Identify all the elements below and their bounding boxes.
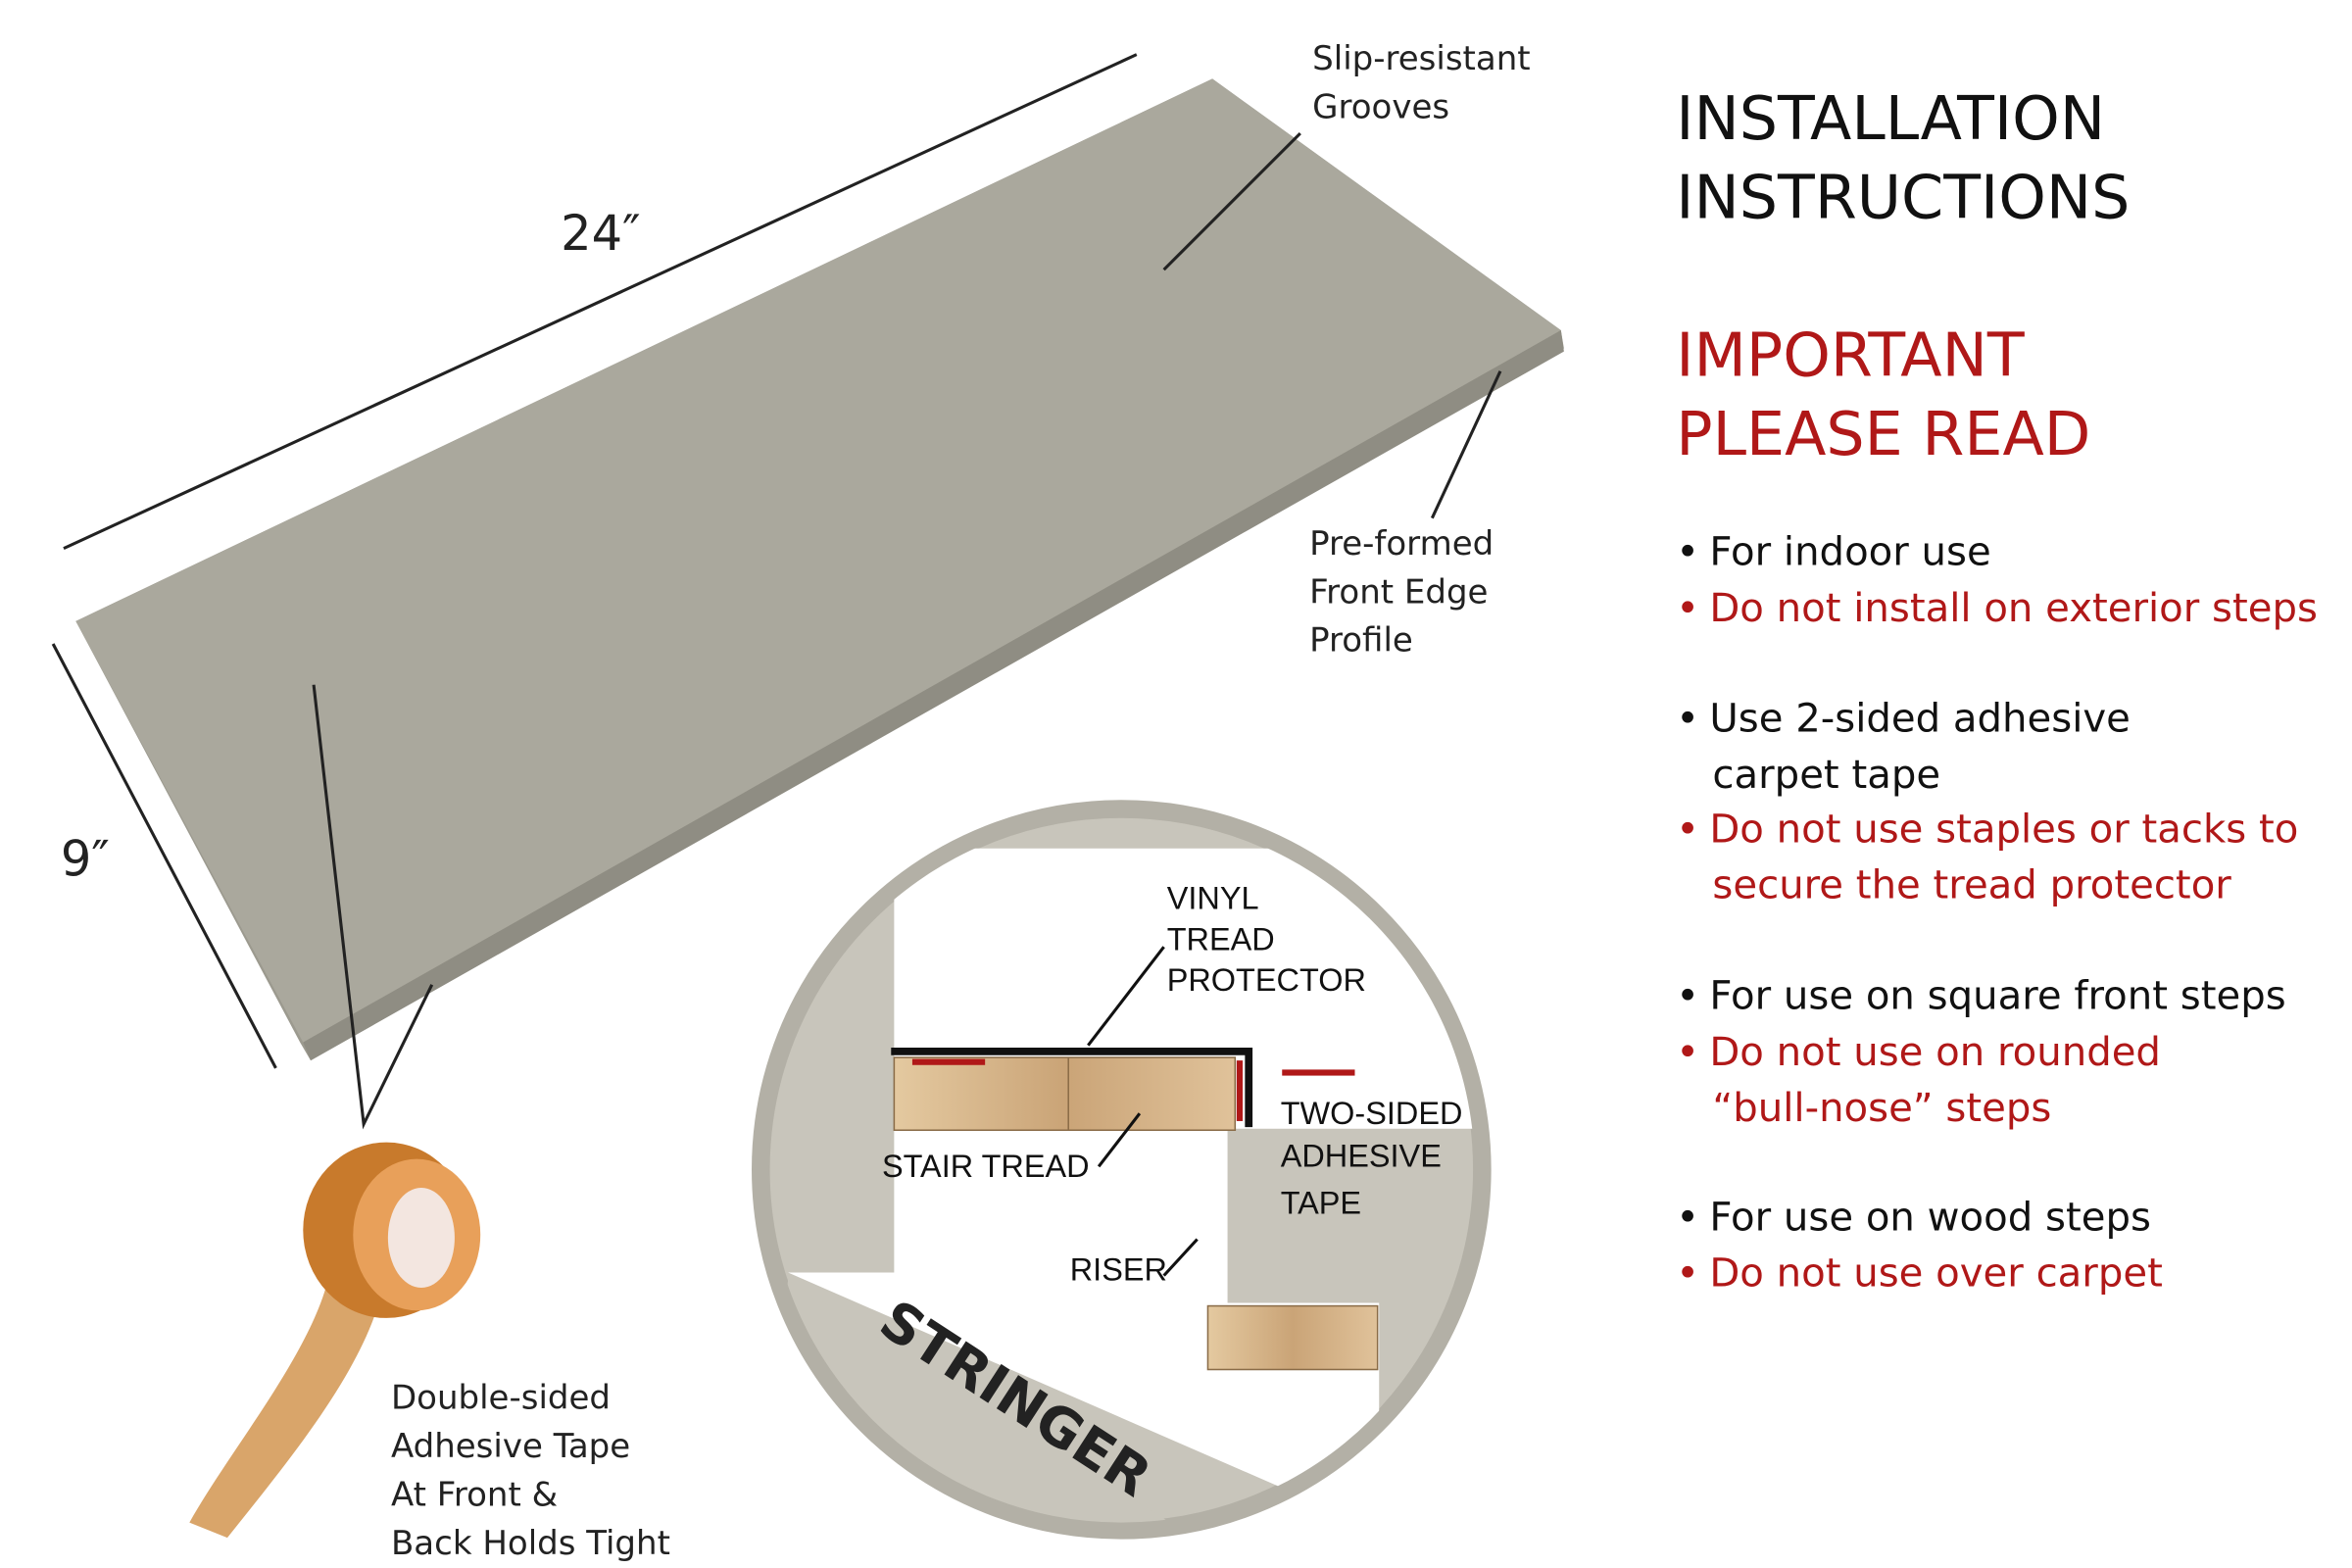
edge-callout-line1: Pre-formed (1309, 524, 1494, 564)
instructions-panel: INSTALLATION INSTRUCTIONS IMPORTANT PLEA… (1676, 83, 2318, 1296)
svg-text:•: • (1676, 974, 1699, 1019)
svg-text:•: • (1676, 586, 1699, 631)
instruction-dont-cont: “bull-nose” steps (1712, 1086, 2051, 1131)
svg-text:•: • (1676, 1250, 1699, 1296)
instruction-do: Use 2-sided adhesive (1709, 697, 2131, 742)
svg-text:•: • (1676, 1030, 1699, 1075)
edge-callout-line2: Front Edge (1309, 572, 1488, 612)
important-line2: PLEASE READ (1676, 399, 2090, 469)
grooves-leader-line (1162, 131, 1301, 271)
width-label: 9″ (61, 831, 110, 888)
stair-tread-label: STAIR TREAD (882, 1149, 1090, 1184)
instruction-dont: Do not use staples or tacks to (1709, 808, 2298, 853)
stair-tread-product (75, 78, 1564, 1061)
tape-label-line3: TAPE (1281, 1185, 1361, 1220)
protector-label-line1: VINYL (1167, 881, 1259, 916)
important-line1: IMPORTANT (1676, 319, 2025, 390)
svg-text:•: • (1676, 697, 1699, 742)
length-dimension-line (63, 53, 1138, 551)
instruction-do: For indoor use (1709, 530, 1990, 575)
tape-callout-line4: Back Holds Tight (391, 1524, 670, 1563)
title-line1: INSTALLATION (1676, 83, 2105, 154)
tape-callout-line2: Adhesive Tape (391, 1427, 630, 1466)
tape-callout-line1: Double-sided (391, 1379, 611, 1418)
cross-section-diagram (752, 800, 1492, 1540)
tape-label-line1: TWO-SIDED (1281, 1096, 1463, 1131)
grooves-callout-line2: Grooves (1312, 88, 1449, 127)
grooves-callout-line1: Slip-resistant (1312, 39, 1530, 78)
adhesive-tape-roll-icon (189, 1142, 481, 1539)
instruction-do-cont: carpet tape (1712, 753, 1940, 798)
length-label: 24″ (561, 205, 640, 262)
instruction-do: For use on wood steps (1709, 1195, 2151, 1240)
edge-leader-line (1430, 370, 1502, 519)
instruction-do: For use on square front steps (1709, 974, 2285, 1019)
protector-label-line3: PROTECTOR (1167, 962, 1366, 998)
svg-text:•: • (1676, 808, 1699, 853)
svg-text:•: • (1676, 530, 1699, 575)
riser-label: RISER (1070, 1251, 1167, 1287)
tape-leader-lines (312, 684, 434, 1130)
svg-text:•: • (1676, 1195, 1699, 1240)
width-dimension-line (51, 643, 277, 1069)
title-line2: INSTRUCTIONS (1676, 163, 2130, 233)
instruction-dont: Do not use on rounded (1709, 1030, 2161, 1075)
tape-callout-line3: At Front & (391, 1476, 558, 1515)
tape-legend-swatch (1282, 1069, 1355, 1076)
tape-label-line2: ADHESIVE (1281, 1138, 1442, 1173)
instruction-dont: Do not install on exterior steps (1709, 586, 2318, 631)
protector-label-line2: TREAD (1167, 921, 1275, 956)
edge-callout-line3: Profile (1309, 621, 1413, 661)
instruction-dont-cont: secure the tread protector (1712, 863, 2231, 908)
instruction-dont: Do not use over carpet (1709, 1250, 2163, 1296)
